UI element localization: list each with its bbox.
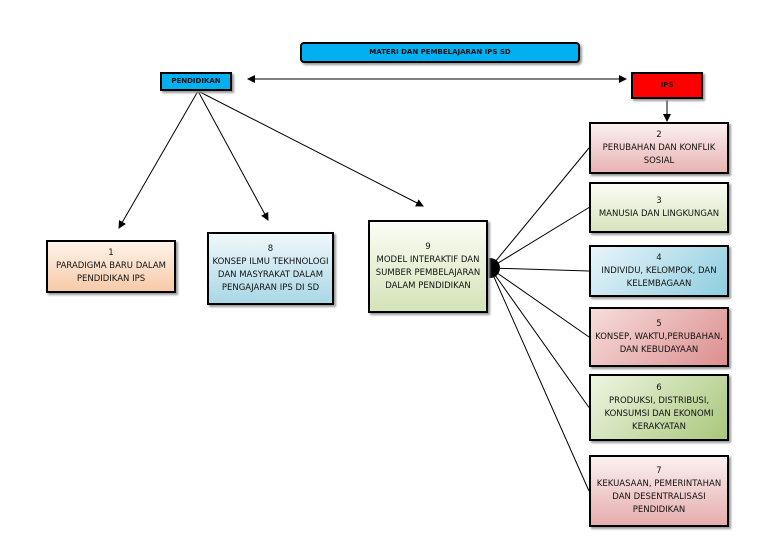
node-number: 4 [656, 252, 662, 263]
node-text: MANUSIA DAN LINGKUNGAN [598, 208, 720, 219]
ips-box: IPS [631, 72, 703, 99]
arrow-to-1 [118, 90, 199, 229]
node-number: 1 [108, 248, 114, 258]
node-text: PERUBAHAN DAN KONFLIK SOSIAL [602, 142, 716, 166]
node-text: PRODUKSI, DISTRIBUSI, KONSUMSI DAN EKONO… [604, 395, 714, 432]
spoke-to-node-5 [489, 267, 590, 338]
arrow-to-8 [197, 90, 269, 221]
spoke-to-node-4 [489, 267, 590, 272]
spoke-to-node-2 [489, 147, 590, 269]
node-number: 8 [267, 243, 274, 254]
node-number: 6 [656, 382, 662, 393]
node-text: KEKUASAAN, PEMERINTAHAN DAN DESENTRALISA… [596, 479, 722, 515]
pendidikan-box: PENDIDIKAN [160, 72, 232, 91]
node-text: KONSEP ILMU TEKHNOLOGI DAN MASYRAKAT DAL… [212, 256, 329, 293]
node-number: 7 [656, 466, 662, 476]
node-text: PARADIGMA BARU DALAM PENDIDIKAN IPS [55, 261, 167, 284]
title-box: MATERI DAN PEMBELAJARAN IPS SD [300, 42, 580, 63]
node-text: MODEL INTERAKTIF DAN SUMBER PEMBELAJARAN… [375, 254, 481, 291]
node-number: 2 [656, 129, 662, 140]
spoke-to-node-6 [489, 267, 590, 408]
node-number: 3 [656, 195, 662, 206]
node-text: KONSEP, WAKTU,PERUBAHAN, DAN KEBUDAYAAN [595, 331, 723, 355]
spoke-to-node-3 [489, 207, 590, 269]
node-text: INDIVIDU, KELOMPOK, DAN KELEMBAGAAN [601, 265, 717, 289]
spoke-to-node-7 [489, 267, 590, 492]
node-number: 5 [656, 318, 662, 329]
node-number: 9 [425, 241, 431, 252]
arrow-to-9 [197, 90, 424, 207]
